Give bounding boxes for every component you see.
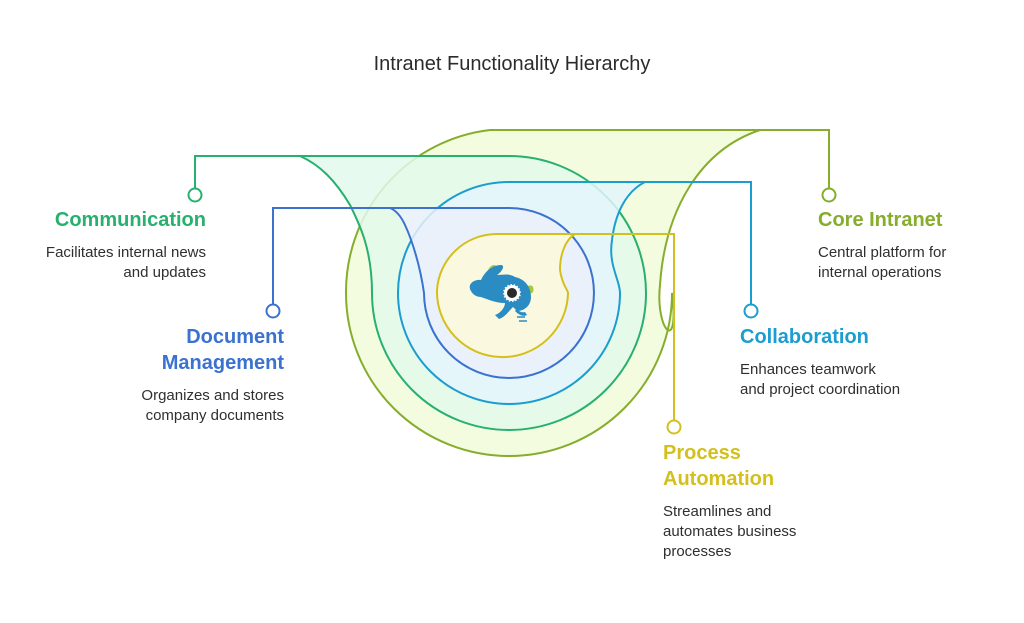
running-rabbit-gear-icon [469,265,534,322]
core-intranet-description: Central platform for internal operations [818,243,1018,283]
description-line: processes [663,543,732,560]
rabbit-back-leg [515,309,527,316]
document-management-title: Document Management [100,324,284,376]
collaboration-title: Collaboration [740,326,869,348]
collaboration-marker [743,303,759,319]
document-management-connector [272,207,390,304]
process-automation-marker [666,419,682,435]
document-management-marker [265,303,281,319]
document-management-label: Document Management Organizes and stores… [100,324,284,426]
core-intranet-title: Core Intranet [818,209,943,231]
description-line: Organizes and stores [141,387,284,404]
gear-center [507,288,517,298]
title-line: Process [663,442,741,464]
collaboration-connector [645,181,752,304]
diagram-title: Intranet Functionality Hierarchy [373,53,651,75]
title-line: Management [161,352,284,374]
communication-label: Communication Facilitates internal news … [20,207,206,283]
description-line: and project coordination [740,381,901,398]
title-line: Document [186,326,284,348]
process-automation-connector [575,233,675,420]
description-line: Facilitates internal news [45,244,206,261]
process-automation-description: Streamlines and automates business proce… [663,502,883,562]
collaboration-label: Collaboration Enhances teamwork and proj… [740,324,960,400]
core-intranet-connector [760,129,830,188]
description-line: company documents [145,407,284,424]
collaboration-description: Enhances teamwork and project coordinati… [740,360,960,400]
document-management-description: Organizes and stores company documents [100,386,284,426]
description-line: automates business [663,523,797,540]
title-line: Automation [663,468,775,490]
communication-description: Facilitates internal news and updates [20,243,206,283]
communication-connector [194,155,300,188]
process-automation-label: Process Automation Streamlines and autom… [663,440,883,562]
process-automation-title: Process Automation [663,440,883,492]
description-line: internal operations [818,264,942,281]
rabbit-body [469,265,531,319]
description-line: and updates [123,264,206,281]
core-intranet-label: Core Intranet Central platform for inter… [818,207,1018,283]
description-line: Streamlines and [663,503,772,520]
core-intranet-marker [821,187,837,203]
description-line: Central platform for [818,244,947,261]
communication-title: Communication [54,209,206,231]
communication-marker [187,187,203,203]
description-line: Enhances teamwork [740,361,876,378]
